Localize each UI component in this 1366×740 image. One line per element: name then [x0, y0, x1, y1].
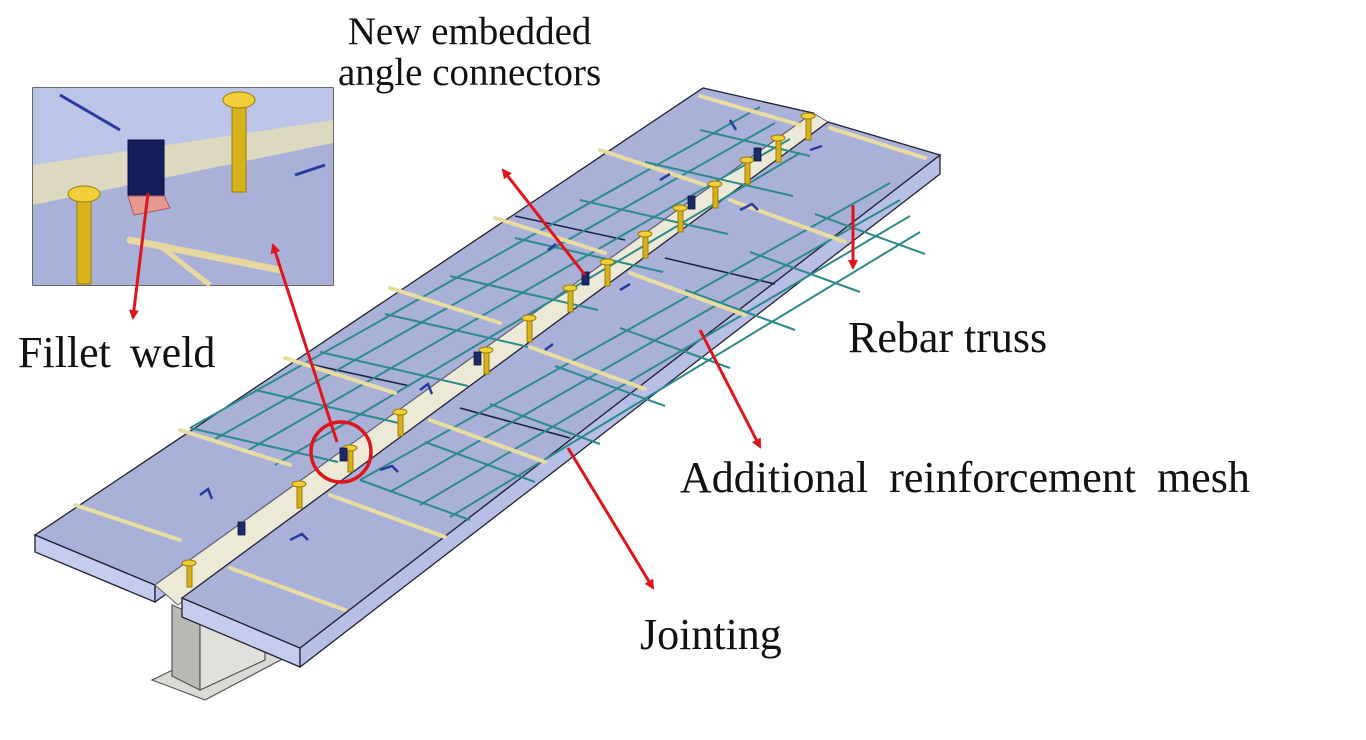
label-rebar-truss: Rebar truss	[848, 315, 1047, 361]
label-new-connectors-line2: angle connectors	[338, 53, 601, 94]
label-new-connectors-line1: New embedded	[338, 12, 601, 53]
label-additional-reinforcement-mesh: Additional reinforcement mesh	[680, 455, 1250, 501]
arrow-jointing	[568, 448, 653, 588]
label-new-embedded-angle-connectors: New embedded angle connectors	[338, 12, 601, 94]
label-fillet-weld: Fillet weld	[18, 330, 215, 376]
fillet-weld-detail-inset	[33, 88, 333, 285]
label-jointing: Jointing	[640, 612, 782, 658]
